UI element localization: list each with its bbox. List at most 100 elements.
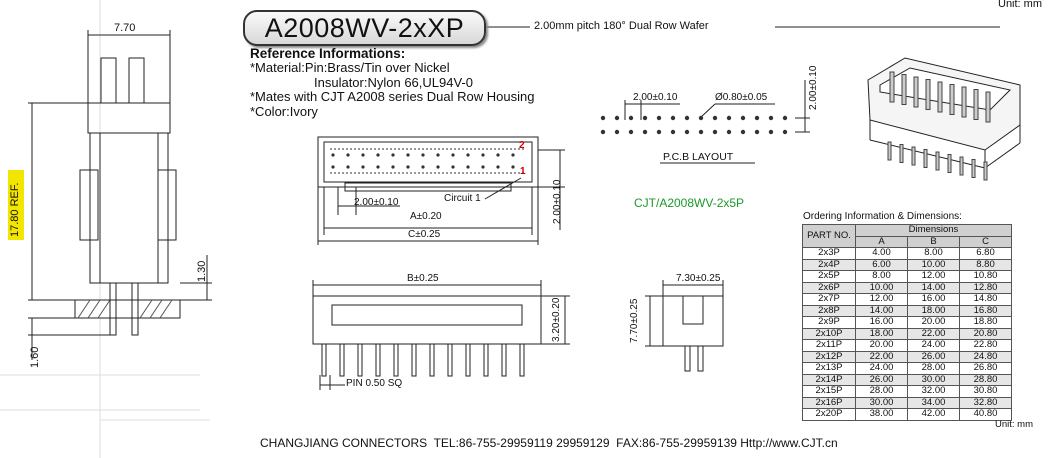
dim-cell: 10.80 bbox=[959, 270, 1012, 283]
iso-pin bbox=[985, 91, 991, 123]
pcb-hole bbox=[642, 115, 648, 121]
col-dim-header: Dimensions bbox=[855, 224, 1012, 237]
iso-pin-leg bbox=[947, 154, 952, 173]
pcb-hole bbox=[754, 129, 760, 135]
dim-cell: 8.80 bbox=[959, 258, 1012, 271]
pin-leg bbox=[357, 343, 363, 377]
pcb-hole bbox=[600, 115, 606, 121]
pin-leg bbox=[447, 343, 453, 377]
front-view bbox=[312, 280, 570, 390]
pcb-hole bbox=[740, 115, 746, 121]
dim-cell: 24.00 bbox=[907, 339, 960, 352]
part-no-cell: 2x3P bbox=[802, 247, 856, 260]
iso-pin-leg bbox=[911, 146, 916, 166]
dim-cell: 22.00 bbox=[907, 327, 960, 340]
dim-cell: 26.80 bbox=[959, 362, 1012, 375]
iso-pin bbox=[913, 76, 919, 108]
dim-cell: 8.00 bbox=[907, 247, 960, 260]
dim-cell: 12.00 bbox=[907, 270, 960, 283]
dim-cell: 32.00 bbox=[907, 385, 960, 398]
dim-cell: 24.80 bbox=[959, 350, 1012, 363]
pin-leg bbox=[501, 343, 507, 377]
pin-dot bbox=[346, 165, 350, 169]
iso-pin-leg bbox=[935, 151, 940, 171]
pin-dot bbox=[496, 153, 500, 157]
dim-cell: 26.00 bbox=[907, 350, 960, 363]
col-b-header: B bbox=[907, 235, 960, 248]
pin-dot bbox=[391, 153, 395, 157]
part-no-cell: 2x11P bbox=[802, 339, 856, 352]
side-view bbox=[28, 30, 212, 360]
pin-leg bbox=[375, 343, 381, 377]
pin-leg bbox=[483, 343, 489, 377]
pcb-hole bbox=[712, 129, 718, 135]
dim-cell: 26.00 bbox=[855, 373, 908, 386]
dim-cell: 4.00 bbox=[855, 247, 908, 260]
pin-dot bbox=[511, 153, 515, 157]
iso-pin bbox=[889, 71, 895, 103]
dim-cell: 10.00 bbox=[907, 258, 960, 271]
pcb-hole bbox=[782, 115, 788, 121]
pcb-hole bbox=[656, 129, 662, 135]
iso-pin bbox=[961, 86, 967, 118]
end-view bbox=[645, 280, 724, 372]
dim-cell: 14.00 bbox=[907, 281, 960, 294]
dim-b-label: B±0.25 bbox=[407, 273, 439, 284]
dim-cell: 22.00 bbox=[855, 350, 908, 363]
dim-cell: 24.00 bbox=[855, 362, 908, 375]
col-a-header: A bbox=[855, 235, 908, 248]
model-label: CJT/A2008WV-2x5P bbox=[634, 196, 745, 210]
dim-cell: 16.00 bbox=[907, 293, 960, 306]
dim-cell: 28.80 bbox=[959, 373, 1012, 386]
pitch-label: 2.00±0.10 bbox=[354, 197, 399, 208]
pcb-hole bbox=[628, 129, 634, 135]
pin-dot bbox=[451, 165, 455, 169]
dim-cell: 8.00 bbox=[855, 270, 908, 283]
footer-contact: CHANGJIANG CONNECTORS TEL:86-755-2995911… bbox=[260, 436, 838, 450]
part-no-cell: 2x14P bbox=[802, 373, 856, 386]
dim-cell: 14.80 bbox=[959, 293, 1012, 306]
pcb-hole bbox=[614, 129, 620, 135]
end-width-label: 7.30±0.25 bbox=[676, 273, 721, 284]
iso-pin-leg bbox=[887, 141, 892, 161]
side-h1-label: 1.30 bbox=[196, 260, 208, 282]
pin-dot bbox=[331, 153, 335, 157]
pin-dot bbox=[406, 153, 410, 157]
pcb-holes bbox=[600, 115, 788, 135]
iso-pin bbox=[949, 84, 955, 115]
dim-cell: 10.00 bbox=[855, 281, 908, 294]
pcb-hole bbox=[656, 115, 662, 121]
pin-dot bbox=[496, 165, 500, 169]
end-height-label: 7.70±0.25 bbox=[629, 298, 640, 343]
front-pins bbox=[321, 343, 525, 377]
pcb-vpitch-label: 2.00±0.10 bbox=[808, 65, 819, 110]
part-no-cell: 2x10P bbox=[802, 327, 856, 340]
pin-leg bbox=[429, 343, 435, 377]
part-no-cell: 2x4P bbox=[802, 258, 856, 271]
part-no-cell: 2x8P bbox=[802, 304, 856, 317]
dim-cell: 30.80 bbox=[959, 385, 1012, 398]
pin-dot bbox=[421, 153, 425, 157]
dim-cell: 18.00 bbox=[907, 304, 960, 317]
iso-pin bbox=[901, 74, 907, 105]
part-no-cell: 2x7P bbox=[802, 293, 856, 306]
pin-leg bbox=[465, 343, 471, 377]
pcb-hole-label: Ø0.80±0.05 bbox=[715, 92, 768, 103]
pcb-hole bbox=[754, 115, 760, 121]
part-no-cell: 2x9P bbox=[802, 316, 856, 329]
part-number-title: A2008WV-2xXP bbox=[243, 10, 486, 46]
pin-dot bbox=[421, 165, 425, 169]
iso-pin-leg bbox=[959, 156, 964, 176]
dim-cell: 34.00 bbox=[907, 396, 960, 409]
ref-highlight bbox=[8, 170, 24, 240]
part-no-cell: 2x16P bbox=[802, 396, 856, 409]
pin1-marker: 1 bbox=[520, 166, 526, 177]
dim-cell: 20.00 bbox=[855, 339, 908, 352]
